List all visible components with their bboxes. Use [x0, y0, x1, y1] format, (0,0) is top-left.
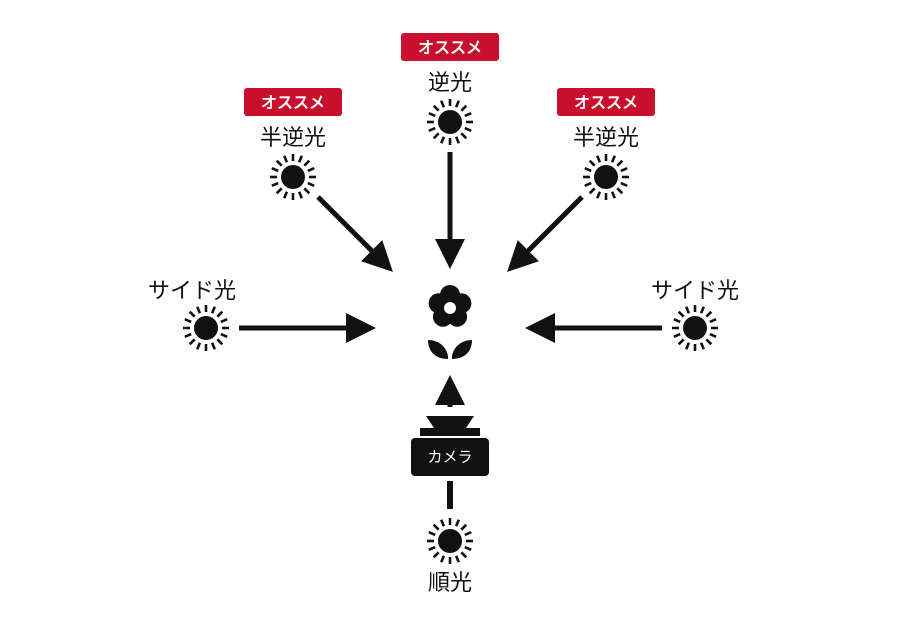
semi-back-left-label: 半逆光 [260, 126, 326, 151]
recommended-badge: オススメ [557, 88, 655, 116]
camera-stand [447, 481, 453, 509]
camera-block: カメラ [411, 375, 489, 509]
light-side-right: サイド光 [525, 279, 739, 353]
sun-icon [181, 303, 231, 353]
recommended-badge: オススメ [244, 88, 342, 116]
camera-icon [411, 416, 489, 476]
light-front: 順光 [425, 516, 475, 596]
camera-label: カメラ [427, 448, 472, 466]
badge-text: オススメ [418, 38, 482, 57]
sun-icon [581, 152, 631, 202]
arrow-icon [507, 195, 584, 272]
sun-icon [425, 97, 475, 147]
light-back: オススメ 逆光 [401, 33, 499, 269]
sun-icon [670, 303, 720, 353]
light-side-left: サイド光 [148, 279, 376, 353]
semi-back-right-label: 半逆光 [573, 126, 639, 151]
front-light-label: 順光 [428, 571, 472, 596]
back-light-label: 逆光 [428, 71, 472, 96]
arrow-icon [316, 195, 393, 272]
sun-icon [425, 516, 475, 566]
badge-text: オススメ [261, 93, 325, 112]
flower-icon [428, 285, 472, 359]
light-semi-back-left: オススメ 半逆光 [244, 88, 393, 272]
side-left-label: サイド光 [148, 279, 236, 304]
badge-text: オススメ [574, 93, 638, 112]
recommended-badge: オススメ [401, 33, 499, 61]
light-semi-back-right: オススメ 半逆光 [507, 88, 655, 272]
side-right-label: サイド光 [651, 279, 739, 304]
sun-icon [268, 152, 318, 202]
